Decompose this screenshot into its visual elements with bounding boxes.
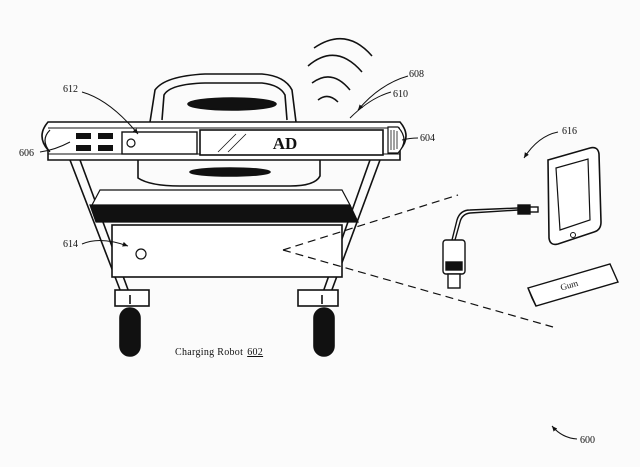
- projection-lines: [282, 194, 554, 328]
- robot-handle: [149, 73, 297, 123]
- usb-connector-icon: [442, 239, 466, 289]
- ref-606: 606: [19, 148, 34, 159]
- robot-shelf: [89, 204, 359, 223]
- tablet-device-icon: [547, 146, 602, 246]
- control-panel-button: [126, 138, 136, 148]
- figure-caption: Charging Robot 602: [175, 347, 263, 358]
- ref-604: 604: [420, 133, 435, 144]
- left-vent-panel: [76, 133, 113, 151]
- ref-612: 612: [63, 84, 78, 95]
- ref-616: 616: [562, 126, 577, 137]
- wireless-signal-icon: [307, 37, 373, 103]
- display-text: AD: [273, 134, 298, 153]
- control-panel: [121, 131, 198, 155]
- ad-display: [199, 129, 384, 156]
- ref-614: 614: [63, 239, 78, 250]
- gum-label: Gum: [559, 278, 579, 293]
- charging-cable: [451, 204, 539, 241]
- ref-608: 608: [409, 69, 424, 80]
- right-end-light: [387, 126, 405, 154]
- caption-prefix: Charging Robot: [175, 347, 243, 358]
- robot-wheels: [114, 289, 339, 357]
- ref-610: 610: [393, 89, 408, 100]
- ref-600: 600: [580, 435, 595, 446]
- compartment-button: [135, 248, 147, 260]
- gum-pack-icon: [527, 263, 619, 307]
- robot-top-console: [41, 121, 407, 161]
- caption-number: 602: [247, 347, 263, 358]
- lower-compartment: [111, 224, 343, 278]
